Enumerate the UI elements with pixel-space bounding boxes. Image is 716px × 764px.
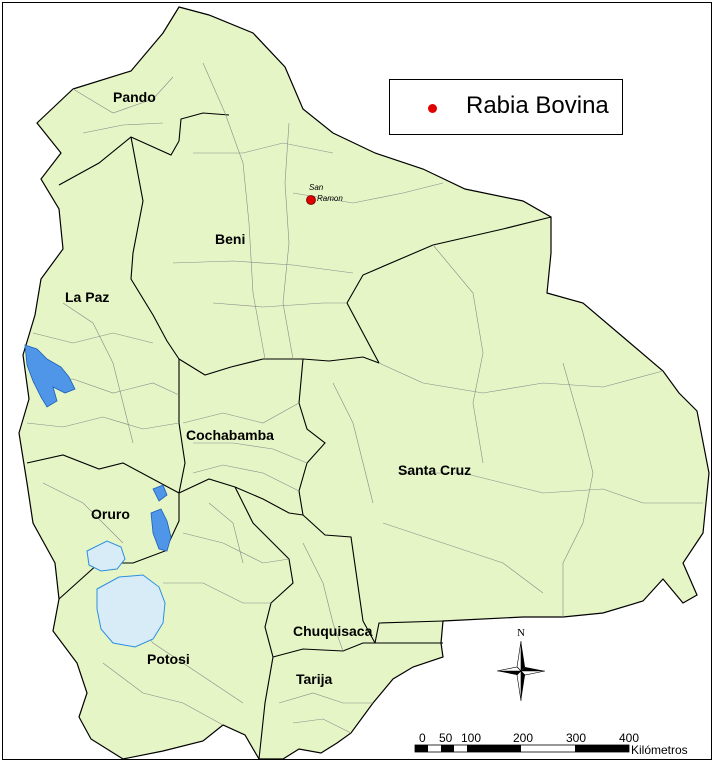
label-la-paz: La Paz	[65, 289, 110, 305]
scale-tick-400: 400	[619, 731, 640, 745]
lake-uru-uru	[152, 484, 168, 502]
case-marker-san-ramon	[306, 195, 316, 205]
label-potosi: Potosi	[147, 651, 190, 667]
scale-tick-50: 50	[439, 731, 453, 745]
town-label-line2: Ramon	[317, 194, 343, 203]
label-chuquisaca: Chuquisaca	[293, 623, 373, 639]
department-boundaries	[26, 112, 552, 759]
salar-coipasa	[86, 540, 126, 572]
label-oruro: Oruro	[91, 506, 130, 522]
municipal-boundaries	[26, 62, 703, 734]
salar-uyuni	[96, 574, 166, 648]
label-beni: Beni	[215, 231, 246, 247]
scale-tick-300: 300	[566, 731, 587, 745]
scale-units: Kilómetros	[631, 743, 688, 757]
scale-tick-0: 0	[419, 731, 426, 745]
town-label-line1: San	[309, 183, 324, 192]
label-pando: Pando	[113, 89, 156, 105]
label-cochabamba: Cochabamba	[186, 427, 274, 443]
scale-bar	[414, 744, 630, 753]
label-tarija: Tarija	[296, 671, 333, 687]
lake-titicaca	[24, 344, 76, 408]
legend-box: Rabia Bovina	[389, 79, 623, 135]
scale-tick-100: 100	[461, 731, 482, 745]
scale-tick-200: 200	[513, 731, 534, 745]
map-canvas	[18, 6, 710, 759]
north-label: N	[517, 627, 525, 639]
north-arrow	[496, 640, 546, 702]
legend-label: Rabia Bovina	[466, 92, 609, 119]
red-dot-icon	[428, 104, 437, 113]
bolivia-outline	[18, 6, 710, 759]
label-santa-cruz: Santa Cruz	[398, 462, 472, 478]
lake-poopo	[150, 508, 172, 552]
